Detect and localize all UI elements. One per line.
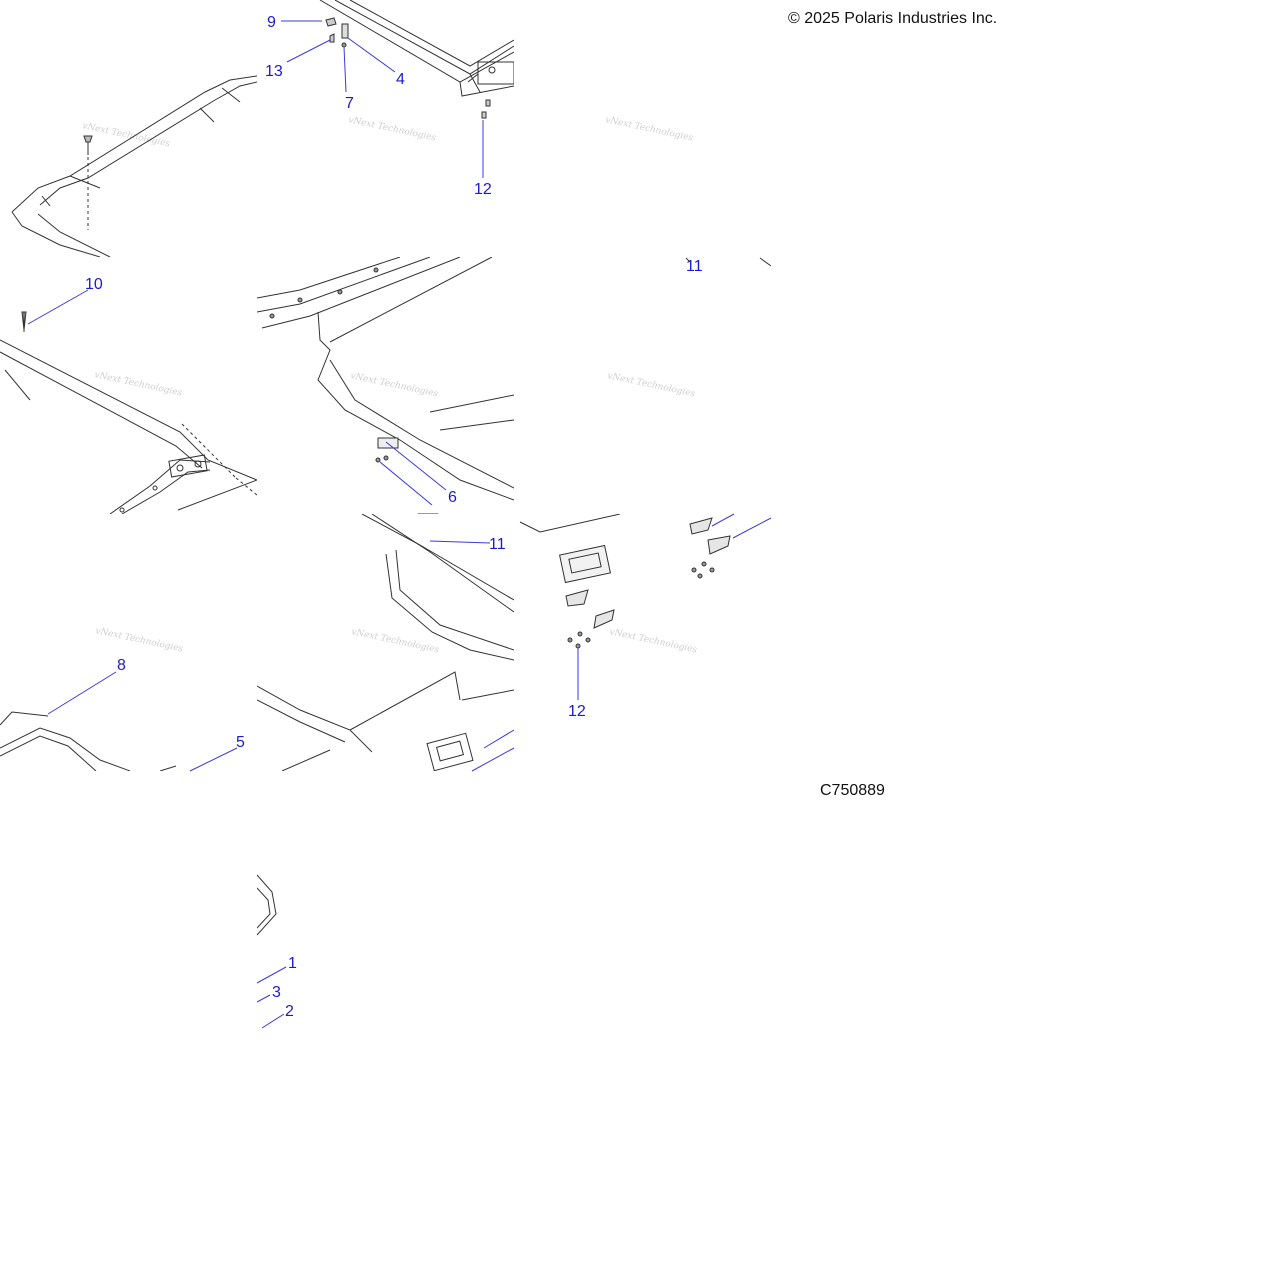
watermark-text: vNext Technologies xyxy=(606,371,696,399)
hood-panel-lower-middle xyxy=(257,514,514,771)
watermark-text: vNext Technologies xyxy=(608,627,698,655)
leader-lines xyxy=(27,20,772,1029)
diagram-code: C750889 xyxy=(820,782,885,799)
callout-4: 4 xyxy=(396,71,405,88)
hood-panel-lower-left xyxy=(0,711,177,771)
hood-panel-center xyxy=(257,257,514,514)
callout-12: 12 xyxy=(568,703,586,720)
callout-6: 6 xyxy=(448,489,457,506)
callout-labels: 9 13 4 7 12 10 11 6 11 8 5 12 1 3 2 xyxy=(85,14,703,1020)
watermark-text: vNext Technologies xyxy=(349,371,439,399)
callout-11: 11 xyxy=(686,258,703,275)
callout-11: 11 xyxy=(489,536,506,553)
hood-panel-middle-left xyxy=(0,311,257,514)
hood-panel-upper-left xyxy=(11,75,257,257)
callout-1: 1 xyxy=(288,955,297,972)
watermark-group: vNext Technologies vNext Technologies vN… xyxy=(81,115,698,655)
callout-3: 3 xyxy=(272,984,281,1001)
callout-7: 7 xyxy=(345,95,354,112)
callout-10: 10 xyxy=(85,276,103,293)
copyright-notice: © 2025 Polaris Industries Inc. xyxy=(788,10,998,27)
hood-hinge-upper-right xyxy=(685,257,771,267)
watermark-text: vNext Technologies xyxy=(347,115,437,143)
hood-panel-bottom-fragment xyxy=(257,874,277,936)
watermark-text: vNext Technologies xyxy=(350,627,440,655)
watermark-text: vNext Technologies xyxy=(604,115,694,143)
watermark-text: vNext Technologies xyxy=(94,626,184,654)
callout-2: 2 xyxy=(285,1003,294,1020)
callout-5: 5 xyxy=(236,734,245,751)
callout-12: 12 xyxy=(474,181,492,198)
callout-9: 9 xyxy=(267,14,276,31)
hood-panel-upper-middle xyxy=(319,0,514,119)
callout-8: 8 xyxy=(117,657,126,674)
callout-13: 13 xyxy=(265,63,283,80)
hood-hinge-lower-right xyxy=(519,514,731,649)
